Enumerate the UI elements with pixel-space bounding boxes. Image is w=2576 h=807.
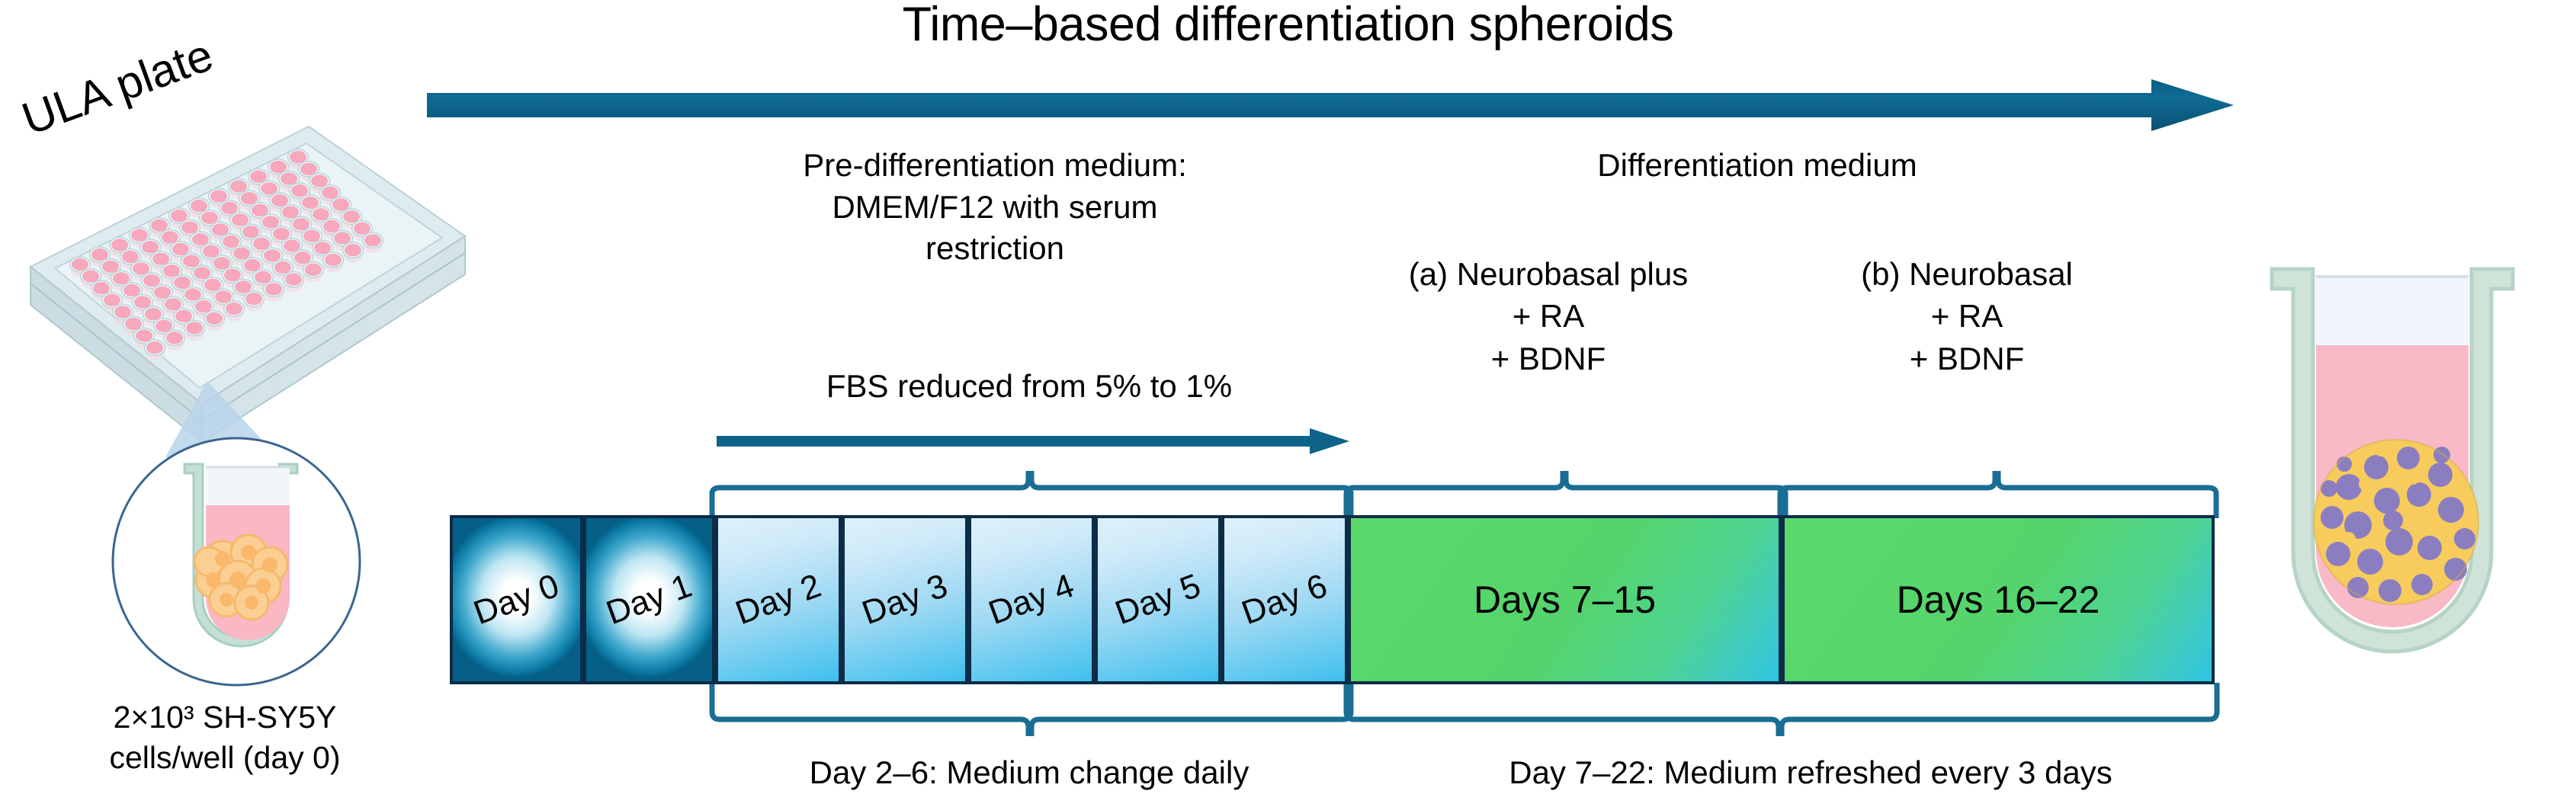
- timeline-box-label: Day 2: [730, 566, 826, 632]
- differentiation-option-a-text: (a) Neurobasal plus + RA + BDNF: [1339, 253, 1758, 379]
- timeline-box-label: Day 3: [857, 566, 953, 632]
- timeline-box-day-6[interactable]: Day 6: [1221, 515, 1348, 684]
- timeline-box-label: Days 16–22: [1896, 578, 2100, 621]
- bracket-days-7-15-top-icon: [1343, 471, 1788, 518]
- timeline-box-label: Day 1: [601, 566, 697, 632]
- ula-plate-icon: [29, 125, 467, 457]
- pre-diff-line-2: DMEM/F12 with serum: [832, 188, 1158, 225]
- timeline-box-day-3[interactable]: Day 3: [842, 515, 968, 684]
- differentiation-option-b-text: (b) Neurobasal + RA + BDNF: [1761, 253, 2173, 379]
- timeline-box-day-1[interactable]: Day 1: [583, 515, 715, 684]
- timeline-box-label: Day 0: [468, 566, 564, 632]
- cell-seeding-line-2: cells/well (day 0): [109, 740, 341, 776]
- pre-diff-line-1: Pre-differentiation medium:: [803, 147, 1187, 183]
- timeline-track: Day 0 Day 1 Day 2 Day 3 Day 4 Day 5 Day 6 Days …: [450, 515, 2215, 684]
- option-a-line-3: + BDNF: [1490, 340, 1606, 376]
- spheroid-well-icon: [2270, 267, 2515, 654]
- differentiation-medium-heading: Differentiation medium: [1597, 147, 1917, 183]
- pre-diff-line-3: restriction: [925, 230, 1065, 267]
- option-b-line-2: + RA: [1930, 298, 2003, 335]
- bracket-days-16-22-top-icon: [1777, 471, 2219, 518]
- bracket-days-2-6-top-icon: [709, 471, 1354, 518]
- option-a-line-2: + RA: [1512, 298, 1585, 335]
- timeline-box-days-7-15[interactable]: Days 7–15: [1348, 515, 1782, 684]
- bracket-days-2-6-bottom-icon: [709, 683, 1354, 736]
- timeline-box-days-16-22[interactable]: Days 16–22: [1782, 515, 2215, 684]
- option-b-line-1: (b) Neurobasal: [1861, 256, 2073, 292]
- pre-differentiation-medium-text: Pre-differentiation medium: DMEM/F12 wit…: [640, 145, 1349, 270]
- timeline-box-day-4[interactable]: Day 4: [968, 515, 1095, 684]
- cell-seeding-line-1: 2×10³ SH-SY5Y: [113, 700, 337, 735]
- bracket-days-7-22-bottom-icon: [1343, 683, 2220, 736]
- timeline-box-day-2[interactable]: Day 2: [715, 515, 842, 684]
- fbs-reduction-arrow-icon: [717, 428, 1349, 454]
- timeline-box-label: Day 6: [1237, 566, 1333, 632]
- caption-medium-change-daily: Day 2–6: Medium change daily: [809, 754, 1250, 790]
- timeline-box-label: Day 4: [983, 566, 1079, 632]
- timeline-box-day-5[interactable]: Day 5: [1095, 515, 1221, 684]
- caption-medium-refreshed: Day 7–22: Medium refreshed every 3 days: [1509, 754, 2112, 790]
- figure-title: Time–based differentiation spheroids: [902, 0, 1674, 51]
- cell-seeding-caption: 2×10³ SH-SY5Y cells/well (day 0): [27, 697, 423, 779]
- timeline-box-label: Days 7–15: [1473, 578, 1657, 621]
- timeline-arrow-icon: [427, 79, 2234, 131]
- option-a-line-1: (a) Neurobasal plus: [1408, 256, 1689, 292]
- timeline-box-label: Day 5: [1110, 566, 1206, 632]
- fbs-reduction-text: FBS reduced from 5% to 1%: [826, 368, 1233, 404]
- magnified-well-icon: [111, 437, 361, 687]
- option-b-line-3: + BDNF: [1909, 340, 2025, 376]
- timeline-box-day-0[interactable]: Day 0: [450, 515, 583, 684]
